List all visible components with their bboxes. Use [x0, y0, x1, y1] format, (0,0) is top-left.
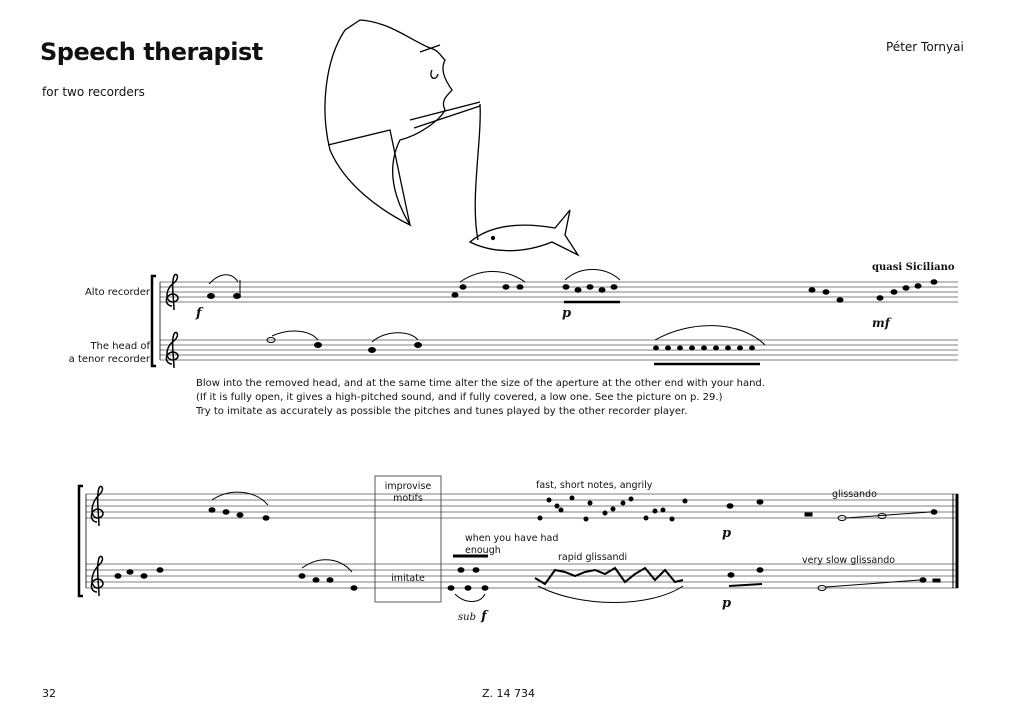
beamed-group: [653, 325, 766, 366]
f-text: f: [481, 609, 487, 624]
rapid-glissandi-label: rapid glissandi: [558, 552, 628, 563]
improvise-line2: motifs: [393, 493, 423, 504]
page-title: Speech therapist: [40, 38, 263, 66]
fast-notes-label: fast, short notes, angrily: [536, 480, 653, 491]
dynamic-f: f: [196, 306, 202, 321]
subtitle: for two recorders: [42, 85, 145, 99]
sub-text: sub: [458, 612, 476, 623]
system-2: [77, 475, 959, 603]
instrument-label-alto: Alto recorder: [84, 287, 150, 298]
slow-glissando-label: very slow glissando: [802, 555, 896, 566]
dynamic-mf: mf: [872, 316, 890, 330]
instruction-line: Blow into the removed head, and at the s…: [196, 378, 765, 389]
catalog-number: Z. 14 734: [482, 687, 536, 700]
page-number: 32: [42, 687, 56, 700]
tempo-marking: quasi Siciliano: [872, 262, 955, 273]
dynamic-p: p: [562, 306, 572, 321]
system-1: [150, 274, 958, 368]
instrument-label-head: The head of a tenor recorder: [60, 340, 150, 366]
instrument-label-head-line2: a tenor recorder: [68, 354, 150, 365]
treble-clef-icon: [90, 273, 179, 597]
dynamic-p: p: [722, 596, 732, 611]
improvise-line1: improvise: [384, 481, 432, 492]
when-enough-label: when you have had enough: [465, 533, 558, 557]
scattered-notes: [537, 495, 688, 522]
notes: [114, 269, 941, 603]
dynamic-sub-f: sub f: [458, 605, 487, 624]
illustration-head-with-fish: [324, 19, 580, 257]
enough-line1: when you have had: [465, 533, 559, 544]
glissando-label: glissando: [832, 489, 877, 500]
enough-line2: enough: [465, 545, 501, 556]
instruction-line: Try to imitate as accurately as possible…: [196, 406, 688, 417]
imitate-label: imitate: [391, 573, 425, 584]
instruction-line: (If it is fully open, it gives a high-pi…: [196, 392, 723, 403]
dynamic-p: p: [722, 526, 732, 541]
performance-instructions: Blow into the removed head, and at the s…: [196, 377, 765, 419]
beamed-group: [562, 269, 621, 304]
instrument-label-head-line1: The head of: [90, 341, 150, 352]
improvise-label: improvise motifs: [378, 481, 438, 505]
composer: Péter Tornyai: [886, 40, 964, 54]
